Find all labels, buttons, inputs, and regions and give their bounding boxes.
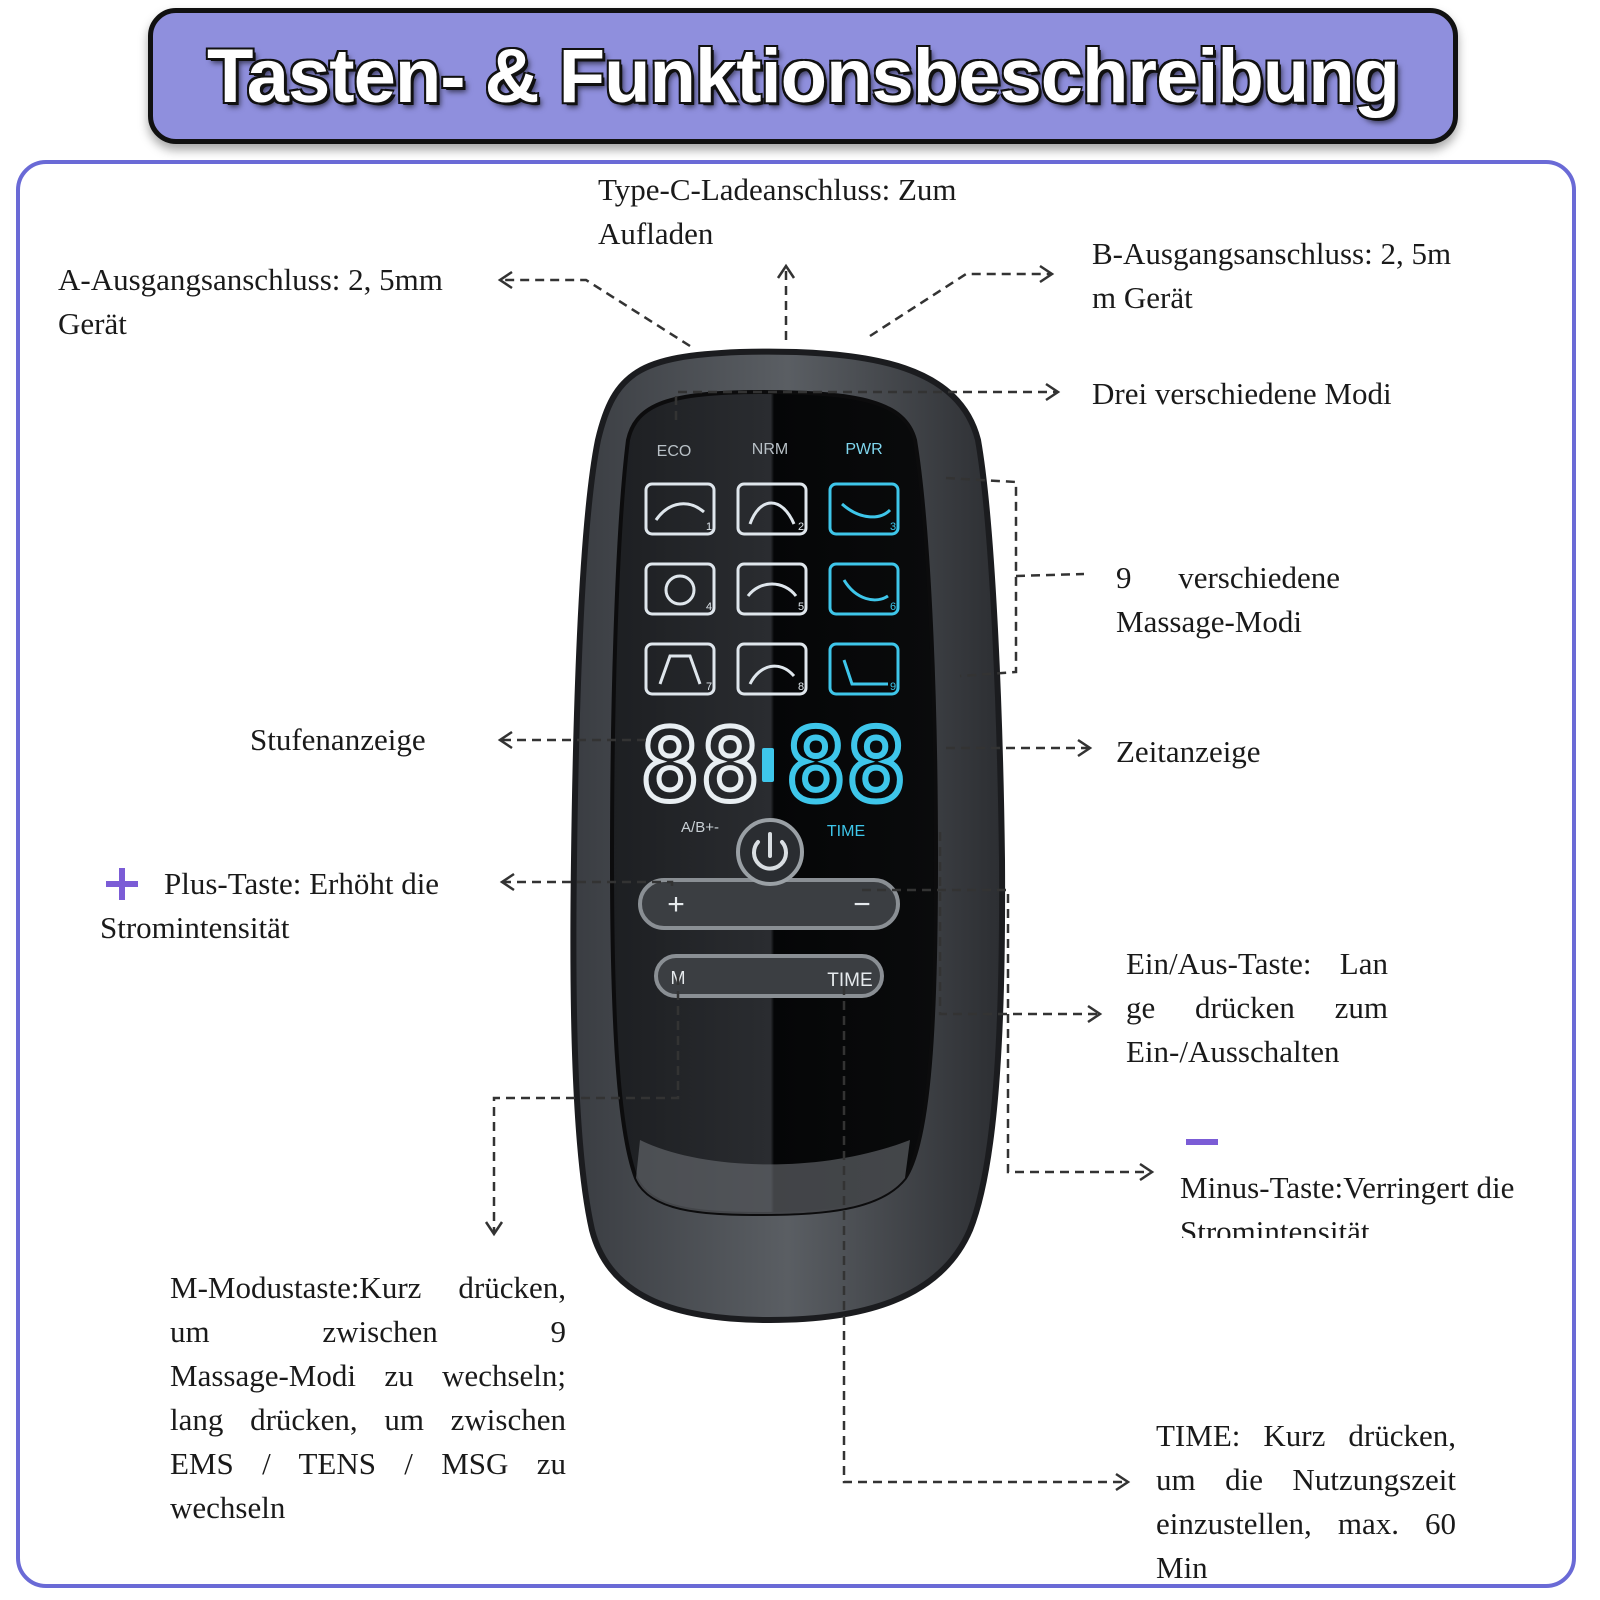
m-time-button-bar[interactable] <box>654 954 884 998</box>
massage-mode-number: 9 <box>890 681 896 693</box>
leader-arrowheads <box>484 263 1155 1492</box>
massage-mode-number: 7 <box>706 681 712 693</box>
power-button[interactable] <box>736 818 804 886</box>
massage-mode-icon-5 <box>736 562 808 616</box>
power-icon <box>752 840 788 871</box>
time-caption: TIME <box>827 823 865 840</box>
massage-mode-icon-7 <box>644 642 716 696</box>
massage-mode-number: 4 <box>706 601 712 613</box>
content-frame <box>16 160 1576 1588</box>
leader-plus <box>502 880 674 886</box>
label-a-output: A-Ausgangsanschluss: 2, 5mm Gerät <box>58 262 443 341</box>
time-button-label[interactable]: TIME <box>827 970 872 991</box>
battery-icon <box>762 748 774 782</box>
label-level: Stufenanzeige <box>250 722 426 757</box>
title-banner: Tasten- & Funktionsbeschreibung <box>148 8 1458 144</box>
massage-mode-icon-4 <box>644 562 716 616</box>
label-m-button: M-Modustaste:Kurz drücken, um zwischen 9… <box>170 1270 566 1525</box>
massage-mode-number: 3 <box>890 521 896 533</box>
mode-eco-label: ECO <box>657 443 692 460</box>
massage-mode-icons <box>644 482 900 696</box>
page-title: Tasten- & Funktionsbeschreibung <box>206 33 1400 119</box>
leader-nine-modes <box>945 476 1085 678</box>
massage-mode-icon-6 <box>828 562 900 616</box>
mode-pwr-label: PWR <box>845 441 882 458</box>
massage-mode-icon-2 <box>736 482 808 536</box>
leader-minus <box>862 888 1152 1174</box>
leader-time-button <box>842 986 1128 1484</box>
plus-marker-icon <box>106 868 138 900</box>
plus-button-symbol[interactable]: + <box>667 888 685 921</box>
leader-b-out <box>869 272 1052 338</box>
massage-mode-number: 1 <box>706 521 712 533</box>
time-digits: 88 <box>786 707 906 824</box>
label-time-display: Zeitanzeige <box>1116 734 1261 769</box>
massage-mode-icon-3 <box>828 482 900 536</box>
massage-mode-number: 5 <box>798 601 804 613</box>
massage-mode-number: 6 <box>890 601 896 613</box>
level-caption: A/B+- <box>681 819 719 836</box>
minus-button-symbol[interactable]: − <box>853 888 871 921</box>
massage-mode-icon-9 <box>828 642 900 696</box>
label-b-output: B-Ausgangsanschluss: 2, 5m m Gerät <box>1092 236 1452 315</box>
label-nine-modes: 9 verschiedene Massage-Modi <box>1116 560 1340 639</box>
label-three-modes: Drei verschiedene Modi <box>1092 376 1392 411</box>
leader-a-out <box>500 278 691 348</box>
label-plus-button: Plus-Taste: Erhöht die Stromintensität <box>100 866 440 945</box>
massage-mode-number: 2 <box>798 521 804 533</box>
massage-mode-icon-1 <box>644 482 716 536</box>
label-power-button: Ein/Aus-Taste: Lan ge drücken zum Ein-/A… <box>1126 946 1388 1069</box>
label-minus-button: Minus-Taste:Verringert die Stromintensit… <box>1180 1170 1515 1238</box>
massage-mode-icon-8 <box>736 642 808 696</box>
label-time-button: TIME: Kurz drücken, um die Nutzungszeit … <box>1156 1418 1456 1585</box>
leader-power <box>938 832 1100 1016</box>
massage-mode-number: 8 <box>798 681 804 693</box>
leader-lines <box>492 268 1152 1484</box>
leader-m <box>492 976 680 1232</box>
mode-nrm-label: NRM <box>752 441 788 458</box>
level-digits: 88 <box>640 707 760 824</box>
label-typec: Type-C-Ladeanschluss: Zum Aufladen <box>598 172 957 251</box>
